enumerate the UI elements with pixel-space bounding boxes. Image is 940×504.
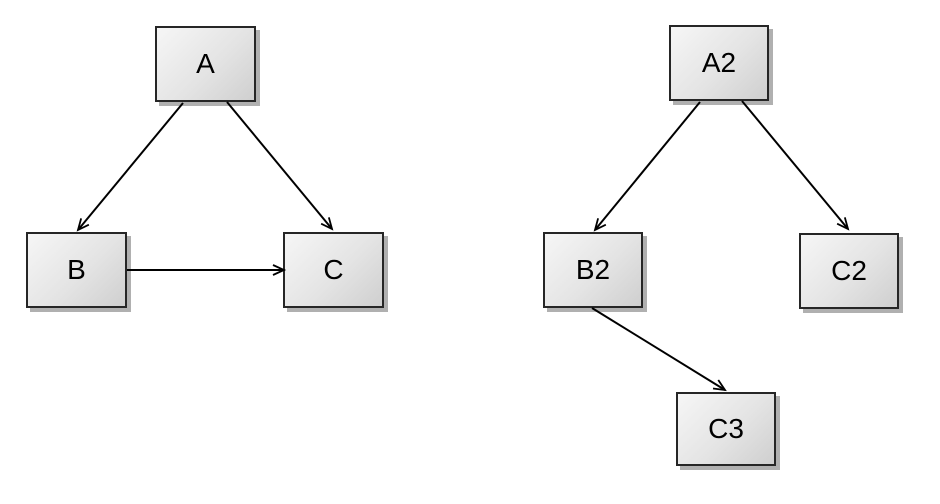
node-c-label: C (323, 254, 344, 285)
node-c2-label: C2 (831, 255, 867, 286)
node-a-label: A (196, 48, 215, 79)
edge-a2-to-b2[interactable] (593, 101, 701, 232)
node-c2[interactable]: C2 (799, 233, 899, 309)
edge-a-to-c[interactable] (226, 101, 334, 231)
node-c3[interactable]: C3 (676, 392, 776, 466)
node-b-label: B (67, 254, 86, 285)
edge-b2-to-c3[interactable] (591, 307, 727, 392)
node-b[interactable]: B (26, 232, 127, 308)
node-a2[interactable]: A2 (669, 25, 769, 101)
node-b2-label: B2 (575, 254, 611, 285)
node-c3-label: C3 (708, 413, 744, 444)
node-a2-label: A2 (701, 47, 737, 78)
node-b2[interactable]: B2 (543, 232, 643, 308)
node-a[interactable]: A (155, 26, 256, 102)
edge-a2-to-c2[interactable] (741, 100, 850, 231)
node-c[interactable]: C (283, 232, 384, 308)
edge-a-to-b[interactable] (76, 102, 184, 232)
